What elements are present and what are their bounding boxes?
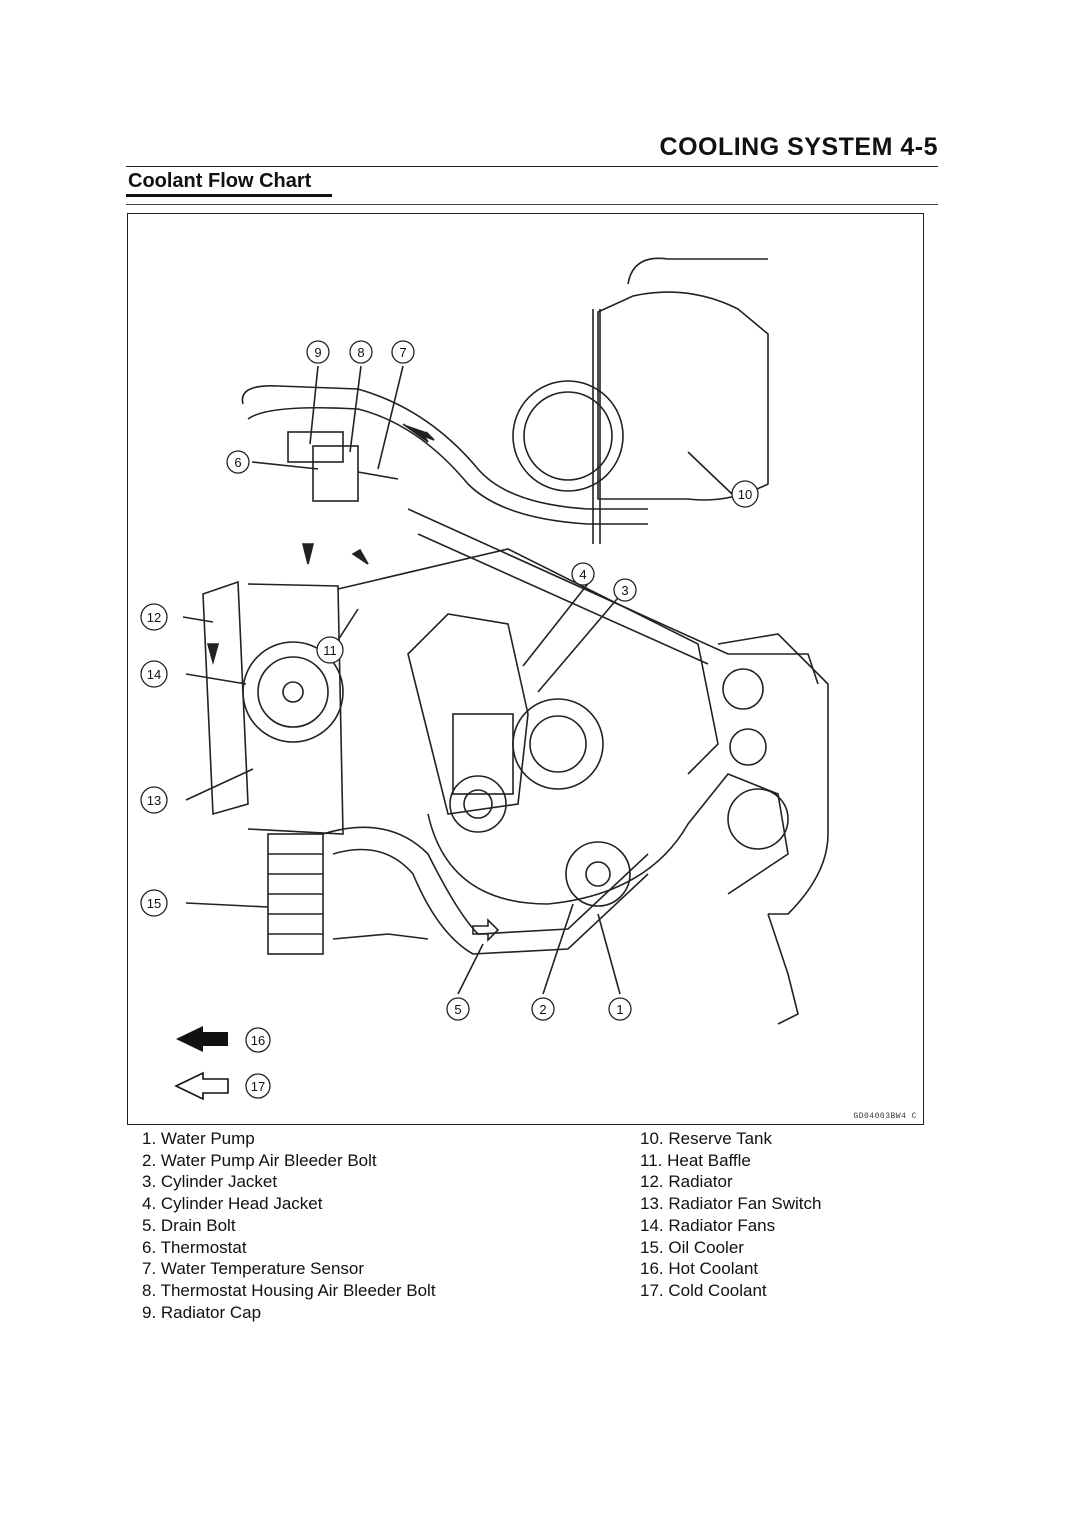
callout-11: 11	[316, 636, 344, 664]
svg-text:2: 2	[539, 1002, 546, 1017]
legend-item: 12. Radiator	[640, 1172, 733, 1192]
callout-8: 8	[349, 340, 373, 364]
legend-item: 7. Water Temperature Sensor	[142, 1259, 365, 1279]
callout-7: 7	[391, 340, 415, 364]
flow-arrow	[206, 643, 220, 665]
svg-text:5: 5	[454, 1002, 461, 1017]
svg-text:17: 17	[251, 1079, 265, 1094]
section-rule	[126, 204, 938, 205]
callout-15: 15	[140, 889, 168, 917]
svg-text:1: 1	[616, 1002, 623, 1017]
legend-right: 10. Reserve Tank 11. Heat Baffle 12. Rad…	[640, 1128, 821, 1302]
legend-item: 15. Oil Cooler	[640, 1237, 744, 1257]
legend-item: 9. Radiator Cap	[142, 1302, 262, 1322]
legend-item: 5. Drain Bolt	[142, 1215, 236, 1235]
svg-text:12: 12	[147, 610, 161, 625]
header-rule	[126, 166, 938, 167]
legend-item: 3. Cylinder Jacket	[142, 1172, 278, 1192]
section-title-underline	[126, 194, 332, 197]
flow-arrow	[351, 548, 369, 565]
svg-text:11: 11	[323, 643, 337, 658]
legend-item: 17. Cold Coolant	[640, 1280, 767, 1300]
callout-1: 1	[608, 997, 632, 1021]
legend-item: 6. Thermostat	[142, 1237, 247, 1257]
coolant-flow-diagram: 9 8 7 6 10 4 3 12 11 14 13 15 5 2 1 16 1…	[127, 213, 924, 1125]
legend-item: 13. Radiator Fan Switch	[640, 1194, 822, 1214]
cold-coolant-arrow	[174, 1071, 229, 1101]
legend-item: 1. Water Pump	[142, 1129, 255, 1148]
callout-10: 10	[731, 480, 759, 508]
callout-3: 3	[613, 578, 637, 602]
callout-5: 5	[446, 997, 470, 1021]
svg-text:14: 14	[147, 667, 161, 682]
reserve-tank-outline	[597, 291, 769, 501]
callout-2: 2	[531, 997, 555, 1021]
svg-text:16: 16	[251, 1033, 265, 1048]
callout-14: 14	[140, 660, 168, 688]
legend-item: 14. Radiator Fans	[640, 1215, 776, 1235]
legend-item: 10. Reserve Tank	[640, 1129, 772, 1148]
callout-16: 16	[245, 1027, 271, 1053]
figure-code: GD04003BW4 C	[853, 1112, 917, 1121]
radiator-outline	[202, 580, 249, 816]
svg-text:4: 4	[579, 567, 586, 582]
legend-item: 16. Hot Coolant	[640, 1259, 759, 1279]
callout-12: 12	[140, 603, 168, 631]
svg-text:15: 15	[147, 896, 161, 911]
legend-item: 11. Heat Baffle	[640, 1150, 751, 1170]
legend-item: 2. Water Pump Air Bleeder Bolt	[142, 1150, 377, 1170]
engine-cutaway-drawing: 9 8 7 6 10 4 3 12 11 14 13 15 5 2 1 16 1…	[140, 257, 829, 1101]
callout-4: 4	[571, 562, 595, 586]
hot-coolant-arrow	[176, 1026, 228, 1052]
flow-arrow	[301, 543, 315, 565]
svg-text:6: 6	[234, 455, 241, 470]
legend-left: 1. Water Pump 2. Water Pump Air Bleeder …	[142, 1128, 436, 1323]
legend-item: 4. Cylinder Head Jacket	[142, 1194, 323, 1214]
svg-text:3: 3	[621, 583, 628, 598]
cylinder-outline	[407, 613, 529, 815]
legend-item: 8. Thermostat Housing Air Bleeder Bolt	[142, 1280, 436, 1300]
svg-text:7: 7	[399, 345, 406, 360]
svg-text:9: 9	[314, 345, 321, 360]
svg-text:8: 8	[357, 345, 364, 360]
section-title: Coolant Flow Chart	[128, 170, 312, 192]
flow-arrow	[472, 918, 500, 942]
svg-text:10: 10	[738, 487, 752, 502]
flow-arrow	[402, 423, 435, 443]
svg-text:13: 13	[147, 793, 161, 808]
callout-6: 6	[226, 450, 250, 474]
callout-13: 13	[140, 786, 168, 814]
callout-17: 17	[245, 1073, 271, 1099]
page-header-title: COOLING SYSTEM 4-5	[659, 133, 938, 161]
callout-9: 9	[306, 340, 330, 364]
